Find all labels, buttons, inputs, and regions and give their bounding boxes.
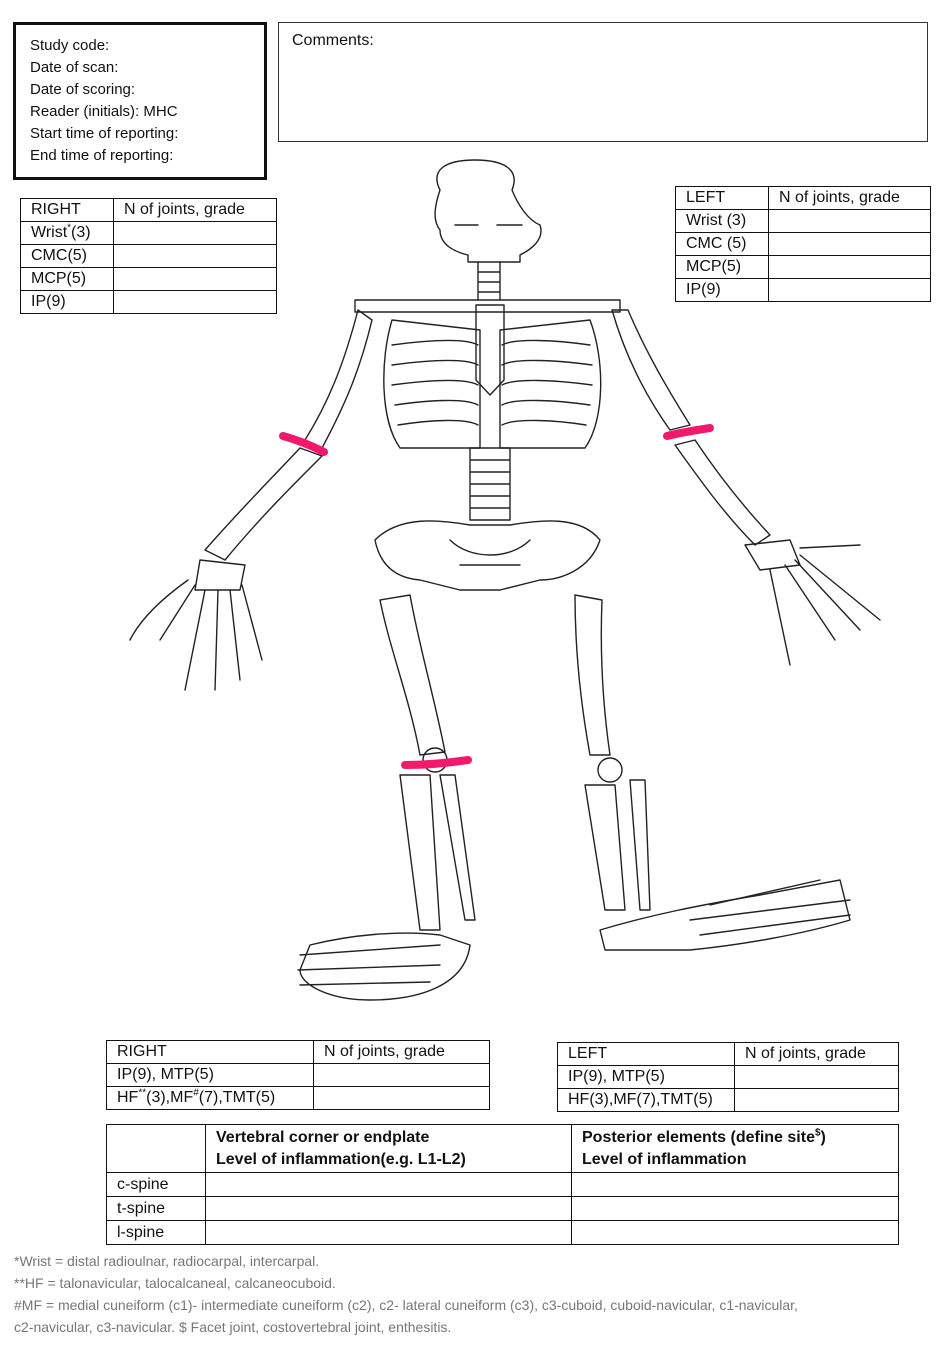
- left-tibia: [585, 780, 650, 910]
- right-foot-hf-mf-tmt-cell[interactable]: [314, 1087, 490, 1110]
- left-femur: [575, 595, 610, 755]
- footnotes: *Wrist = distal radioulnar, radiocarpal,…: [14, 1250, 944, 1338]
- right-femur: [380, 595, 445, 755]
- right-tibia: [400, 775, 475, 930]
- ribs: [392, 340, 592, 425]
- left-foot: [600, 880, 850, 950]
- footnote-hf: **HF = talonavicular, talocalcaneal, cal…: [14, 1272, 944, 1294]
- highlighted-joints: [283, 428, 710, 765]
- left-mcp-label: MCP(5): [676, 256, 769, 279]
- left-foot-ip-mtp-cell[interactable]: [735, 1066, 899, 1089]
- left-foot-hf-mf-tmt-cell[interactable]: [735, 1089, 899, 1112]
- left-cmc-label: CMC (5): [676, 233, 769, 256]
- lumbar-spine: [470, 448, 510, 520]
- right-foot-col-header: N of joints, grade: [314, 1041, 490, 1064]
- left-foot-col-header: N of joints, grade: [735, 1043, 899, 1066]
- cervical-spine: [478, 262, 500, 300]
- right-foot-header: RIGHT: [107, 1041, 314, 1064]
- c-spine-vertebral-cell[interactable]: [206, 1173, 572, 1197]
- posterior-header: Posterior elements (define site$) Level …: [572, 1125, 899, 1173]
- left-mcp-cell[interactable]: [769, 256, 931, 279]
- right-foot: [298, 933, 470, 1000]
- right-hand-col-header: N of joints, grade: [114, 199, 277, 222]
- t-spine-vertebral-cell[interactable]: [206, 1197, 572, 1221]
- l-spine-posterior-cell[interactable]: [572, 1221, 899, 1245]
- right-hand-header: RIGHT: [21, 199, 114, 222]
- right-ip-label: IP(9): [21, 291, 114, 314]
- left-ip-label: IP(9): [676, 279, 769, 302]
- left-ip-cell[interactable]: [769, 279, 931, 302]
- left-cmc-cell[interactable]: [769, 233, 931, 256]
- right-foot-hf-mf-tmt-label: HF**(3),MF#(7),TMT(5): [107, 1087, 314, 1110]
- spine-corner-cell: [107, 1125, 206, 1173]
- info-box: Study code: Date of scan: Date of scorin…: [13, 22, 267, 180]
- left-hand-table: LEFT N of joints, grade Wrist (3) CMC (5…: [675, 186, 931, 302]
- right-mcp-label: MCP(5): [21, 268, 114, 291]
- left-forearm: [675, 440, 770, 545]
- right-foot-ip-mtp-label: IP(9), MTP(5): [107, 1064, 314, 1087]
- left-wrist-cell[interactable]: [769, 210, 931, 233]
- right-wrist-cell[interactable]: [114, 222, 277, 245]
- right-foot-table: RIGHT N of joints, grade IP(9), MTP(5) H…: [106, 1040, 490, 1110]
- reader-label: Reader (initials): MHC: [30, 103, 178, 121]
- right-hand: [130, 560, 262, 690]
- c-spine-label: c-spine: [107, 1173, 206, 1197]
- comments-box[interactable]: Comments:: [278, 22, 928, 142]
- comments-label: Comments:: [292, 32, 374, 50]
- left-hand: [745, 540, 880, 665]
- right-hand-table: RIGHT N of joints, grade Wrist*(3) CMC(5…: [20, 198, 277, 314]
- right-mcp-cell[interactable]: [114, 268, 277, 291]
- right-cmc-label: CMC(5): [21, 245, 114, 268]
- left-foot-hf-mf-tmt-label: HF(3),MF(7),TMT(5): [558, 1089, 735, 1112]
- footnote-wrist: *Wrist = distal radioulnar, radiocarpal,…: [14, 1250, 944, 1272]
- left-hand-header: LEFT: [676, 187, 769, 210]
- right-foot-ip-mtp-cell[interactable]: [314, 1064, 490, 1087]
- left-foot-header: LEFT: [558, 1043, 735, 1066]
- left-hand-col-header: N of joints, grade: [769, 187, 931, 210]
- right-forearm: [205, 448, 322, 560]
- left-foot-ip-mtp-label: IP(9), MTP(5): [558, 1066, 735, 1089]
- date-of-scan-label: Date of scan:: [30, 59, 118, 77]
- ribcage: [384, 320, 601, 448]
- study-code-label: Study code:: [30, 37, 109, 55]
- t-spine-label: t-spine: [107, 1197, 206, 1221]
- footnote-mf-cont: c2-navicular, c3-navicular. $ Facet join…: [14, 1316, 944, 1338]
- left-foot-table: LEFT N of joints, grade IP(9), MTP(5) HF…: [557, 1042, 899, 1112]
- l-spine-vertebral-cell[interactable]: [206, 1221, 572, 1245]
- end-time-label: End time of reporting:: [30, 147, 173, 165]
- skull: [435, 160, 541, 262]
- right-ip-cell[interactable]: [114, 291, 277, 314]
- left-wrist-label: Wrist (3): [676, 210, 769, 233]
- right-knee-highlight: [405, 760, 468, 765]
- c-spine-posterior-cell[interactable]: [572, 1173, 899, 1197]
- right-cmc-cell[interactable]: [114, 245, 277, 268]
- right-humerus: [305, 310, 372, 448]
- t-spine-posterior-cell[interactable]: [572, 1197, 899, 1221]
- l-spine-label: l-spine: [107, 1221, 206, 1245]
- date-of-scoring-label: Date of scoring:: [30, 81, 135, 99]
- footnote-mf: #MF = medial cuneiform (c1)- intermediat…: [14, 1294, 944, 1316]
- clavicles: [355, 300, 620, 312]
- right-wrist-label: Wrist*(3): [21, 222, 114, 245]
- left-humerus: [612, 310, 690, 430]
- start-time-label: Start time of reporting:: [30, 125, 178, 143]
